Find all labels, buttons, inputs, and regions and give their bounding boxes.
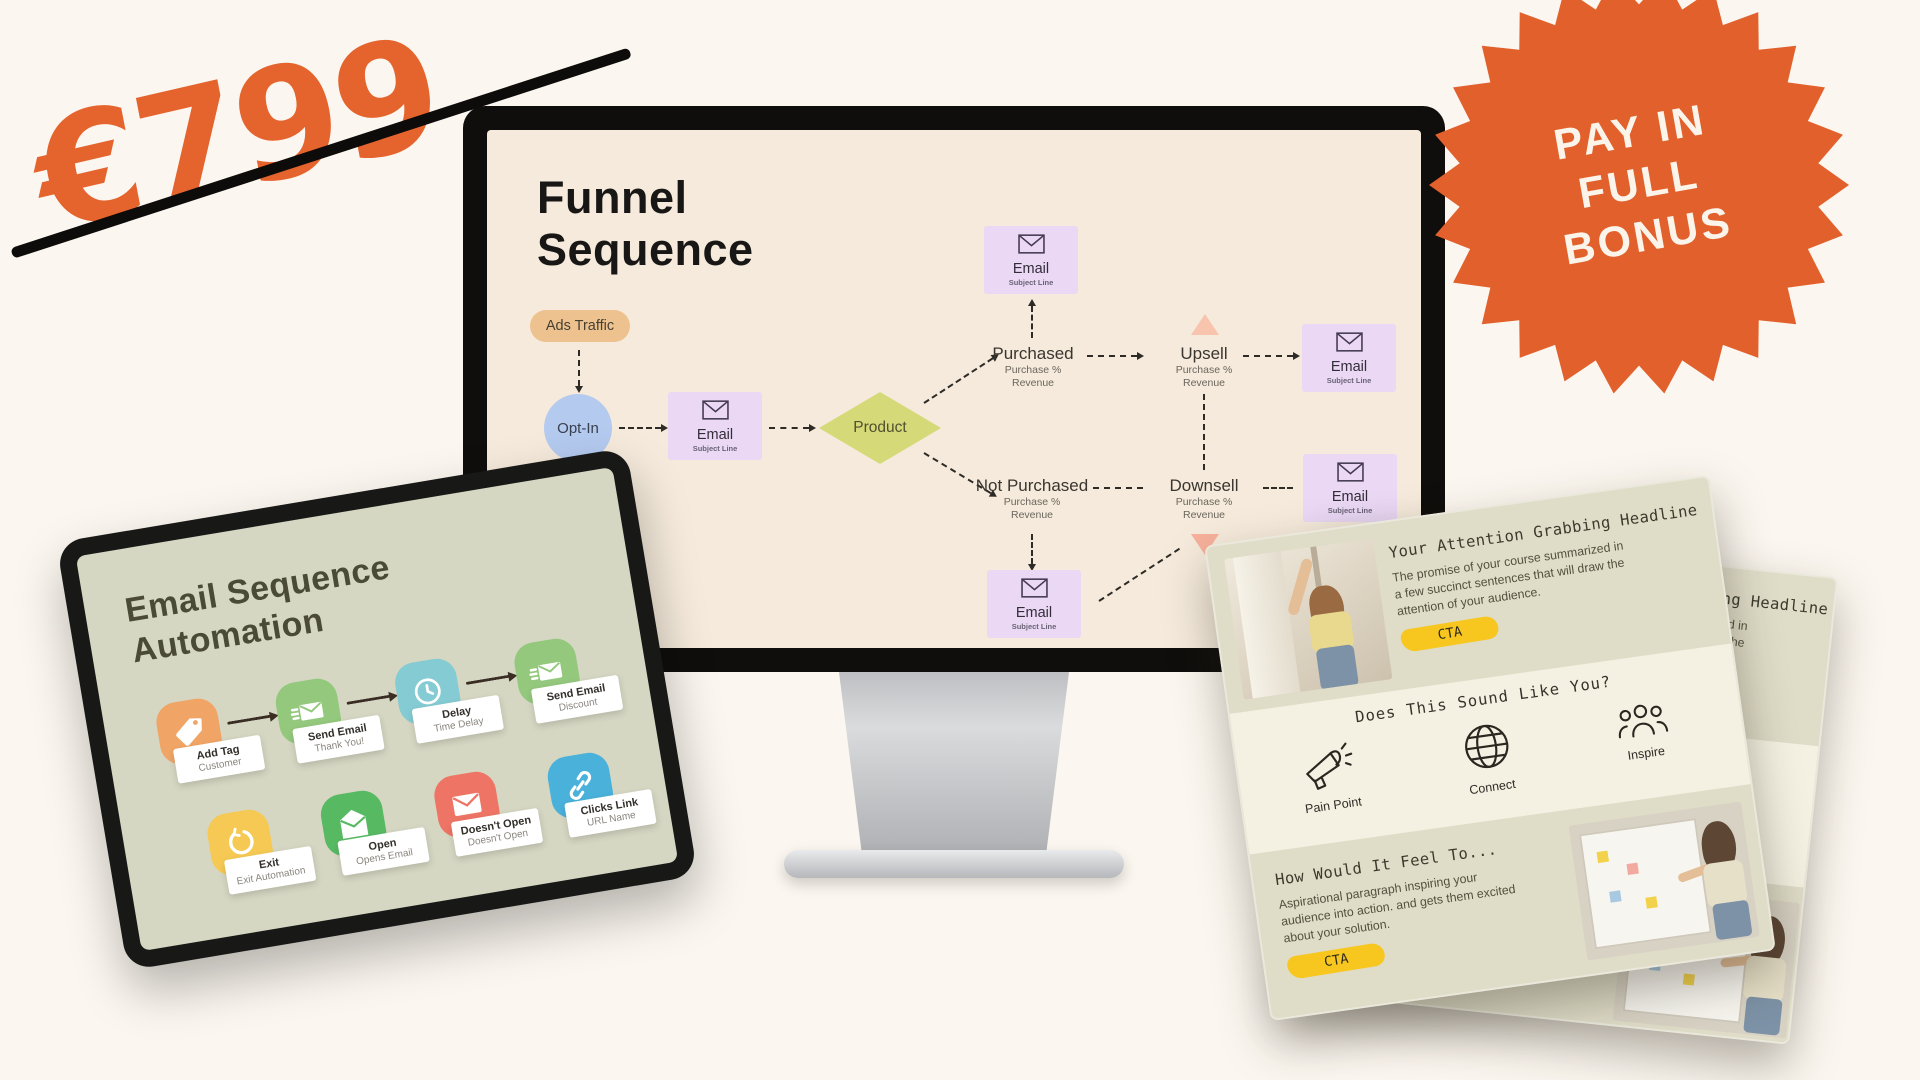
envelope-icon: [1335, 331, 1363, 357]
email-node-label: Email: [1331, 488, 1369, 505]
connector-upsell-to-email: [1243, 352, 1300, 360]
connector-optin-to-email: [619, 424, 668, 432]
connector-purchased-to-upsell: [1087, 352, 1144, 360]
envelope-icon: [1020, 577, 1048, 603]
monitor-stand-base: [784, 850, 1124, 878]
hero-photo: [1224, 538, 1393, 700]
pain-point-label: Pain Point: [1304, 794, 1363, 817]
connect-item: Connect: [1429, 713, 1548, 802]
tablet-title: Email Sequence Automation: [122, 548, 393, 671]
connector-notpurchased-to-email: [1028, 534, 1036, 571]
cta-button[interactable]: CTA: [1399, 614, 1501, 654]
monitor-stand-neck: [839, 672, 1069, 855]
open-envelope-icon: [317, 787, 390, 860]
email-node-5: Email Subject Line: [1303, 454, 1397, 522]
envelope-icon: [1336, 461, 1364, 487]
starburst-shape: PAY IN FULL BONUS: [1429, 0, 1849, 394]
email-node-label: Email: [1012, 260, 1050, 277]
send-email-icon: [272, 675, 345, 748]
email-node-3: Email Subject Line: [1302, 324, 1396, 392]
crossed-out-price: €799: [10, 2, 632, 302]
closed-envelope-icon: [431, 768, 503, 841]
globe-icon: [1463, 724, 1517, 780]
node-purchased: Purchased Purchase % Revenue: [992, 344, 1074, 390]
connector-email-diagonal: [1098, 547, 1181, 602]
node-upsell: Upsell Purchase % Revenue: [1175, 344, 1233, 390]
connector-purchased-to-email: [1028, 299, 1036, 338]
node-ads-traffic: Ads Traffic: [530, 310, 630, 342]
link-icon: [544, 749, 617, 822]
inspire-item: Inspire: [1584, 691, 1702, 768]
subject-line-label: Subject Line: [1327, 505, 1373, 515]
subject-line-label: Subject Line: [1011, 621, 1057, 631]
email-node-4: Email Subject Line: [987, 570, 1081, 638]
people-icon: [1614, 704, 1674, 747]
connector-upsell-to-downsell: [1203, 394, 1205, 470]
subject-line-label: Subject Line: [692, 443, 738, 453]
email-node-1: Email Subject Line: [668, 392, 762, 460]
exit-arrow-icon: [204, 806, 276, 879]
inspire-label: Inspire: [1626, 743, 1666, 763]
subject-line-label: Subject Line: [1008, 277, 1054, 287]
whiteboard-photo: [1568, 801, 1760, 961]
badge-text: PAY IN FULL BONUS: [1550, 96, 1737, 275]
tag-icon: [153, 695, 225, 768]
email-node-2: Email Subject Line: [984, 226, 1078, 294]
cta-button[interactable]: CTA: [1285, 941, 1387, 981]
landing-card-front: Your Attention Grabbing Headline The pro…: [1204, 474, 1776, 1022]
sound-like-you-section: Does This Sound Like You? Pain Point Con…: [1229, 643, 1751, 855]
clock-icon: [392, 655, 464, 728]
pain-point-item: Pain Point: [1270, 735, 1389, 820]
connector-ads-to-optin: [575, 350, 583, 393]
subject-line-label: Subject Line: [1326, 375, 1372, 385]
connect-label: Connect: [1468, 776, 1517, 798]
envelope-icon: [1017, 233, 1045, 259]
connector-downsell-right: [1263, 487, 1293, 489]
node-not-purchased: Not Purchased Purchase % Revenue: [975, 476, 1089, 522]
email-node-label: Email: [696, 426, 734, 443]
pay-in-full-badge: PAY IN FULL BONUS: [1429, 0, 1849, 395]
send-email-icon: [511, 635, 583, 708]
funnel-title: Funnel Sequence: [537, 172, 754, 276]
envelope-icon: [701, 399, 729, 425]
connector-email-to-product: [769, 424, 816, 432]
node-downsell: Downsell Purchase % Revenue: [1169, 476, 1239, 522]
upsell-triangle-icon: [1191, 314, 1219, 335]
email-node-label: Email: [1330, 358, 1368, 375]
megaphone-icon: [1302, 742, 1360, 799]
connector-notpurchased-to-downsell: [1093, 487, 1143, 489]
email-node-label: Email: [1015, 604, 1053, 621]
